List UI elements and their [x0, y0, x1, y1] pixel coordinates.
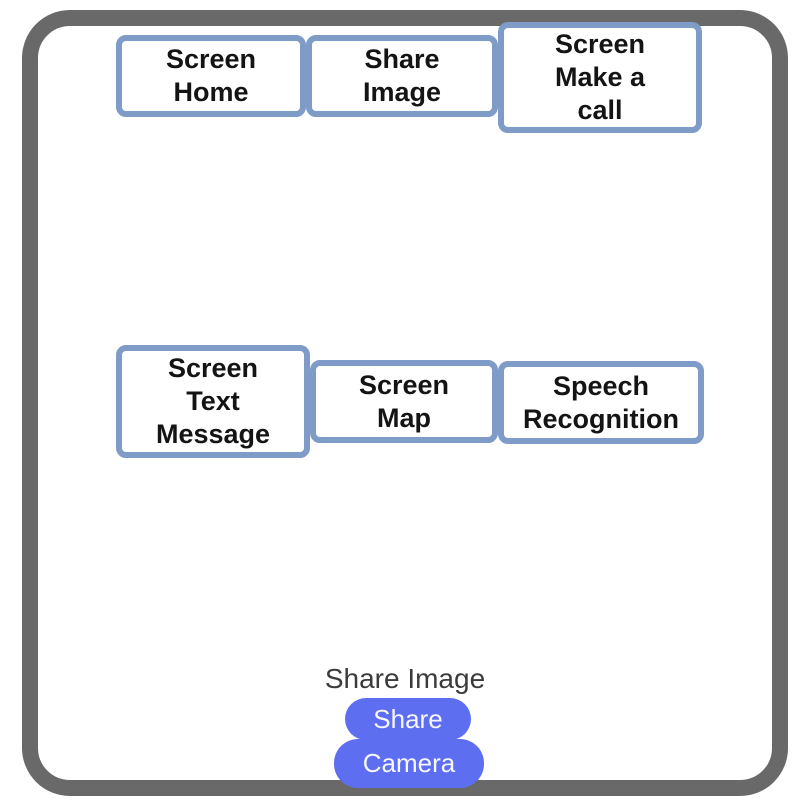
- screen-map-button[interactable]: Screen Map: [310, 360, 498, 443]
- share-button[interactable]: Share: [345, 698, 471, 740]
- screen-make-a-call-button[interactable]: Screen Make a call: [498, 22, 702, 133]
- share-image-nav-button[interactable]: Share Image: [306, 35, 498, 117]
- screen-home-button[interactable]: Screen Home: [116, 35, 306, 117]
- speech-recognition-button[interactable]: Speech Recognition: [498, 361, 704, 444]
- share-image-caption: Share Image: [324, 663, 486, 694]
- camera-button[interactable]: Camera: [334, 739, 484, 788]
- screen-text-message-button[interactable]: Screen Text Message: [116, 345, 310, 458]
